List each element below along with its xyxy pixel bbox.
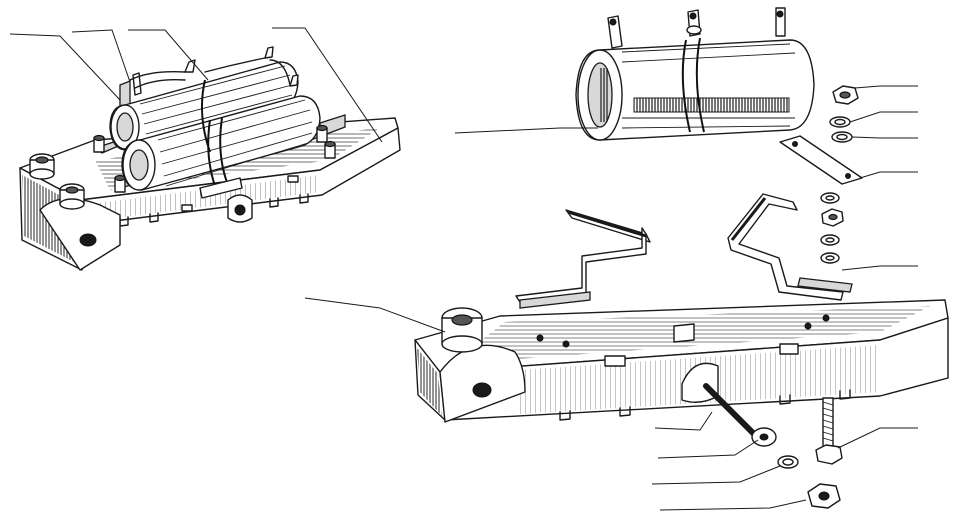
hardware-stack	[779, 85, 918, 271]
assembled-rheostat-view	[9, 27, 401, 271]
contact-brackets	[515, 193, 853, 309]
bottom-hardware	[651, 397, 918, 511]
resistor-tube-part	[454, 7, 815, 141]
base-block-part	[304, 297, 949, 447]
